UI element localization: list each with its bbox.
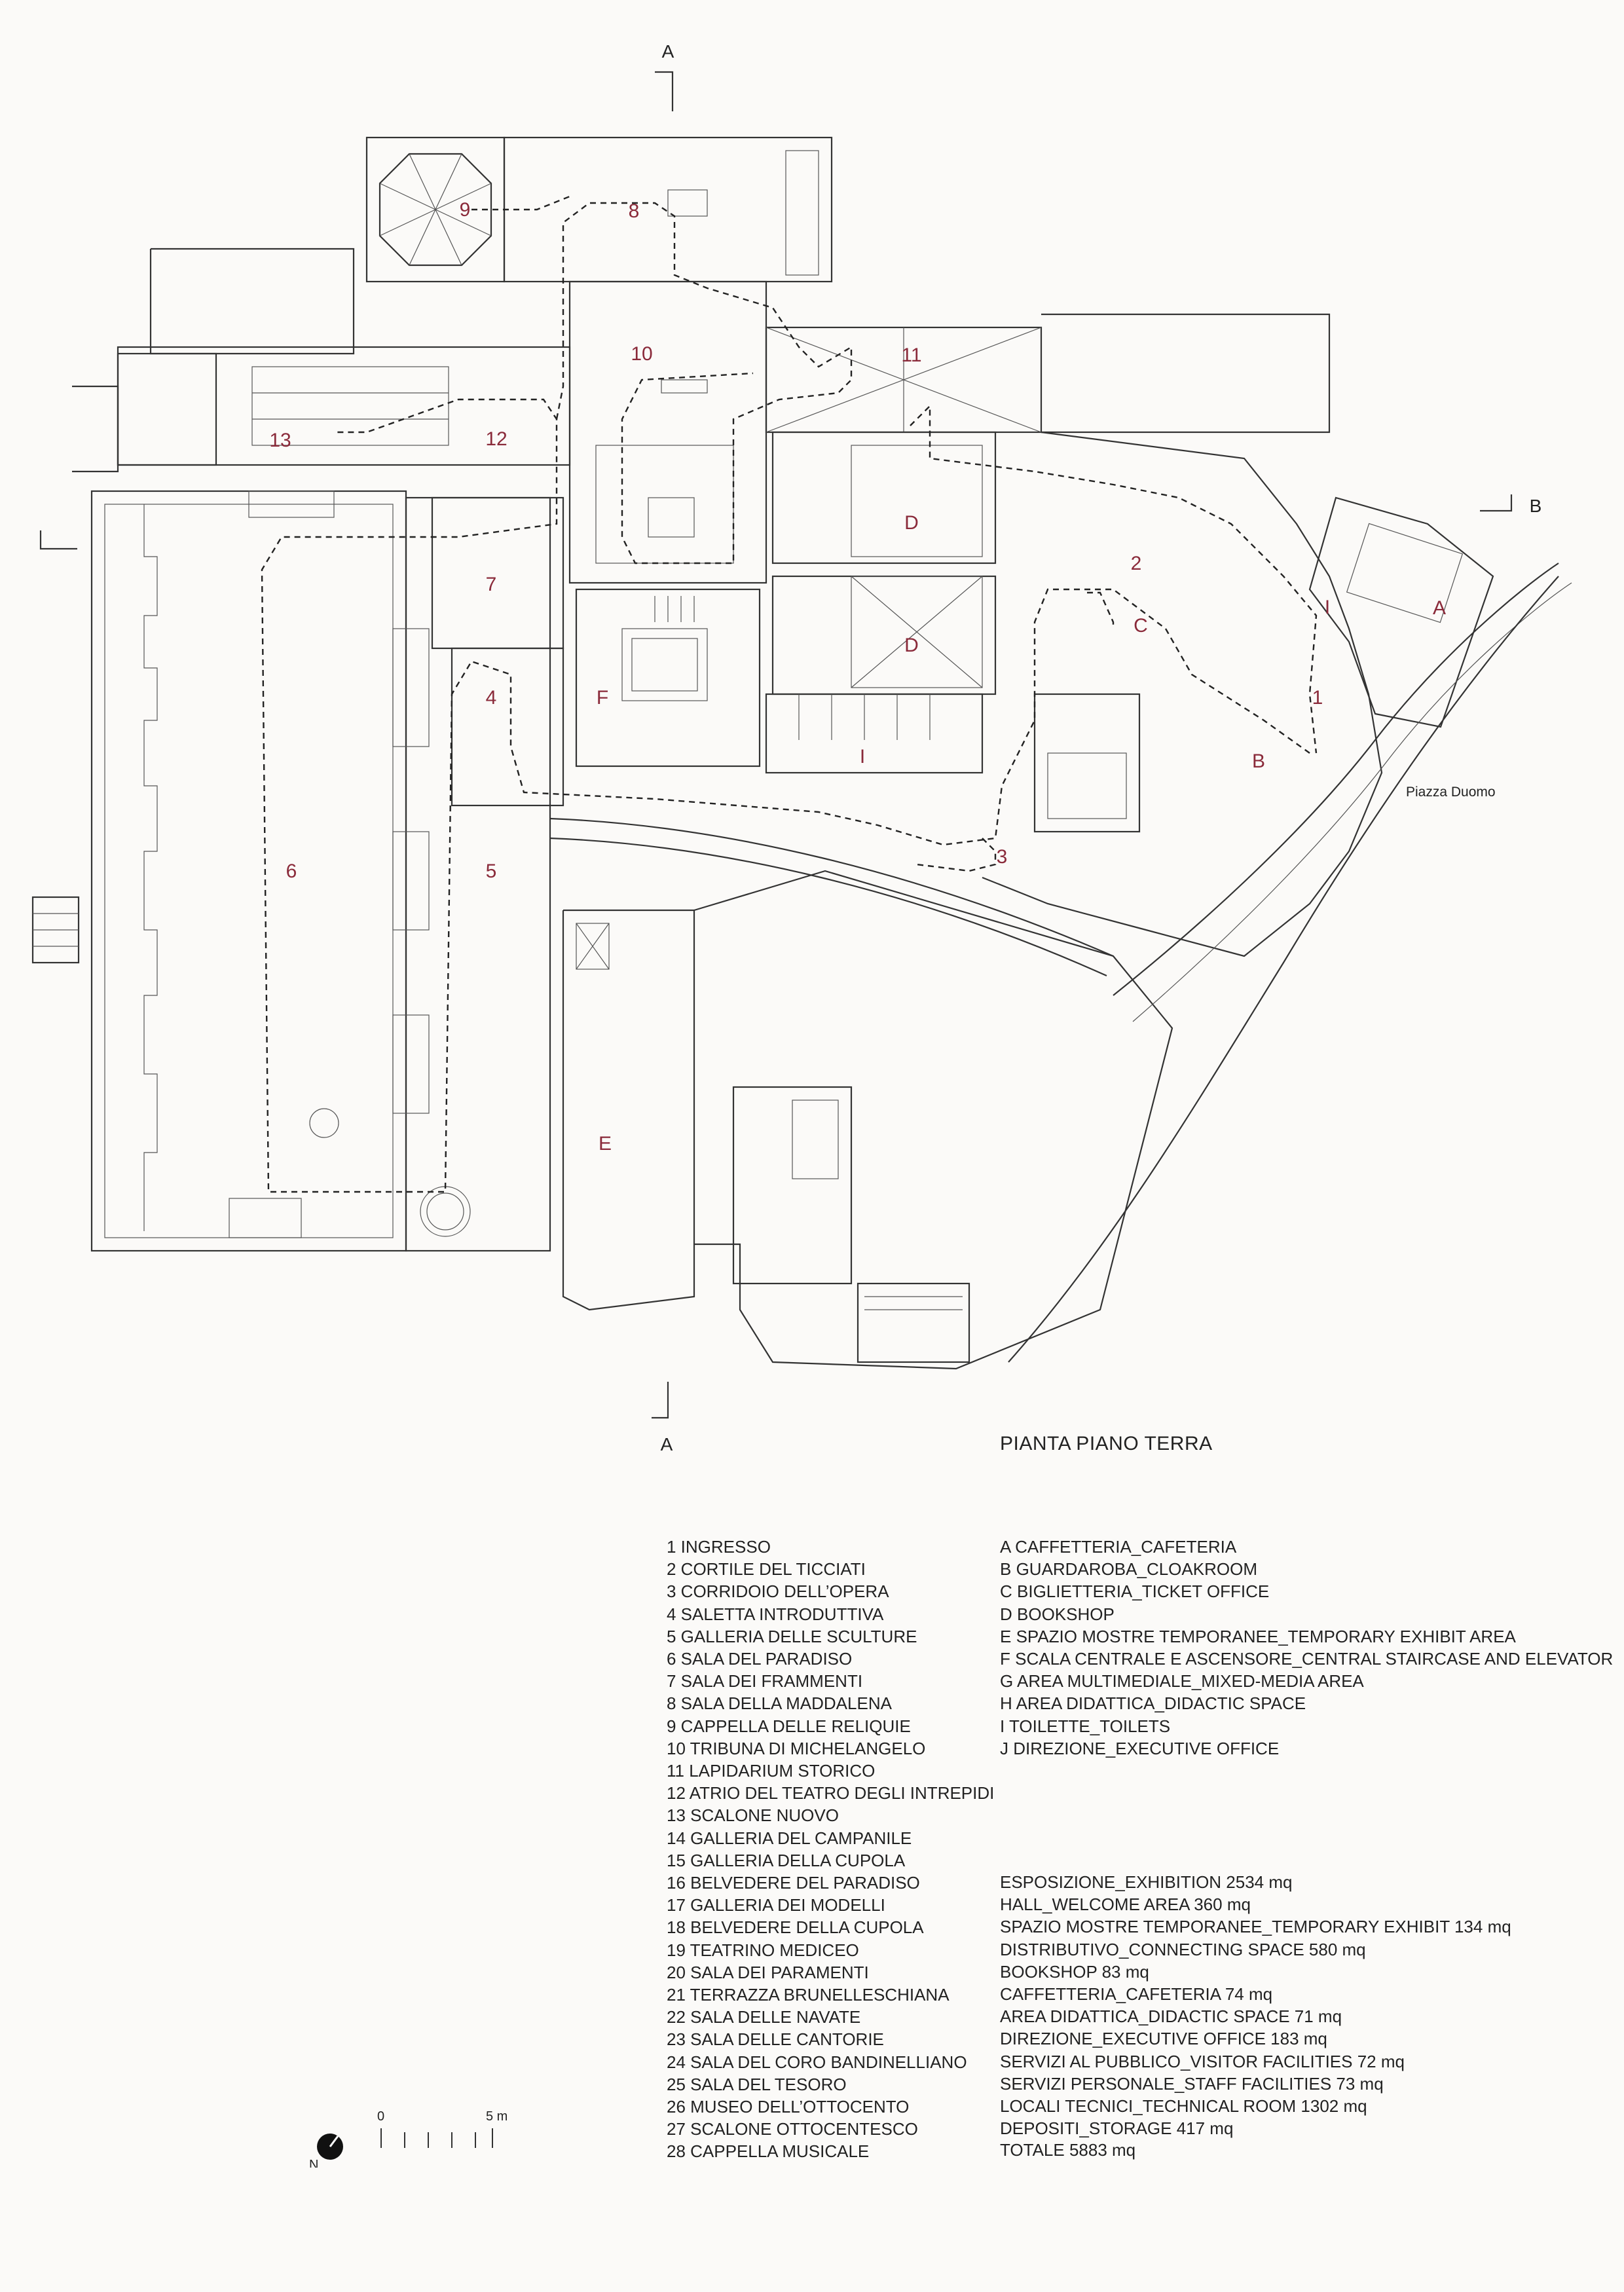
room-legend-item: 10 TRIBUNA DI MICHELANGELO <box>667 1738 926 1758</box>
room-legend-item: 19 TEATRINO MEDICEO <box>667 1940 859 1960</box>
room-legend-item: 22 SALA DELLE NAVATE <box>667 2007 861 2027</box>
plan-label-i-toilets: I <box>860 746 865 767</box>
room-legend-item: 14 GALLERIA DEL CAMPANILE <box>667 1828 912 1848</box>
letter-legend-item: B GUARDAROBA_CLOAKROOM <box>1000 1559 1257 1580</box>
area-summary-item: CAFFETTERIA_CAFETERIA 74 mq <box>1000 1984 1273 2005</box>
plan-label-f: F <box>597 687 608 709</box>
visitor-route <box>261 195 1318 1193</box>
scale-bar: 0 5 m <box>377 2109 507 2148</box>
plan-label-c: C <box>1134 615 1148 637</box>
plan-label-3: 3 <box>997 846 1008 868</box>
plan-label-b: B <box>1252 750 1265 772</box>
plan-label-4: 4 <box>486 687 497 709</box>
room-legend-item: 2 CORTILE DEL TICCIATI <box>667 1559 866 1580</box>
area-summary-item: ESPOSIZIONE_EXHIBITION 2534 mq <box>1000 1872 1293 1892</box>
area-summary-item: DISTRIBUTIVO_CONNECTING SPACE 580 mq <box>1000 1939 1366 1959</box>
room-legend-item: 20 SALA DEI PARAMENTI <box>667 1962 869 1982</box>
area-summary-item: DEPOSITI_STORAGE 417 mq <box>1000 2118 1234 2139</box>
floor-plan: A A B <box>31 41 1572 1454</box>
plan-label-7: 7 <box>486 574 497 595</box>
room-legend-item: 28 CAPPELLA MUSICALE <box>667 2141 870 2162</box>
room-legend-item: 21 TERRAZZA BRUNELLESCHIANA <box>667 1985 950 2005</box>
room-legend-item: 8 SALA DELLA MADDALENA <box>667 1693 892 1714</box>
plan-label-i-east: I <box>1325 597 1330 618</box>
section-b-label: B <box>1530 496 1542 516</box>
area-summary-item: SPAZIO MOSTRE TEMPORANEE_TEMPORARY EXHIB… <box>1000 1917 1511 1937</box>
plan-label-11: 11 <box>901 344 921 366</box>
room-legend-item: 27 SCALONE OTTOCENTESCO <box>667 2119 918 2139</box>
room-legend-item: 12 ATRIO DEL TEATRO DEGLI INTREPIDI <box>667 1783 995 1803</box>
room-legend-item: 1 INGRESSO <box>667 1537 771 1557</box>
scale-start: 0 <box>377 2109 384 2124</box>
building-walls <box>31 136 1572 1370</box>
room-legend-item: 24 SALA DEL CORO BANDINELLIANO <box>667 2052 967 2072</box>
plan-title: PIANTA PIANO TERRA <box>1000 1433 1213 1454</box>
letter-legend-item: G AREA MULTIMEDIALE_MIXED-MEDIA AREA <box>1000 1671 1364 1691</box>
plan-label-8: 8 <box>629 200 640 222</box>
room-labels: 9 8 10 11 13 12 7 4 6 5 2 3 1 A B C D D … <box>269 199 1446 1155</box>
room-legend-item: 7 SALA DEI FRAMMENTI <box>667 1671 863 1691</box>
section-a-top-label: A <box>662 41 674 62</box>
room-legend-item: 18 BELVEDERE DELLA CUPOLA <box>667 1917 924 1938</box>
scale-end: 5 m <box>486 2109 507 2124</box>
area-summary-item: SERVIZI AL PUBBLICO_VISITOR FACILITIES 7… <box>1000 2051 1405 2071</box>
plan-label-e: E <box>599 1133 612 1155</box>
plan-label-d-lower: D <box>904 635 919 656</box>
section-mark-a-bottom: A <box>652 1382 673 1454</box>
area-summary-item: SERVIZI PERSONALE_STAFF FACILITIES 73 mq <box>1000 2073 1384 2094</box>
plan-label-1: 1 <box>1312 687 1323 709</box>
area-summary-item: HALL_WELCOME AREA 360 mq <box>1000 1895 1251 1915</box>
room-legend-item: 13 SCALONE NUOVO <box>667 1805 839 1826</box>
plan-label-2: 2 <box>1131 553 1142 574</box>
plan-label-6: 6 <box>286 860 297 882</box>
room-legend-item: 4 SALETTA INTRODUTTIVA <box>667 1604 884 1624</box>
room-legend-item: 15 GALLERIA DELLA CUPOLA <box>667 1850 906 1870</box>
room-legend-item: 26 MUSEO DELL’OTTOCENTO <box>667 2097 910 2117</box>
room-legend-item: 17 GALLERIA DEI MODELLI <box>667 1895 885 1915</box>
letter-legend-item: J DIREZIONE_EXECUTIVE OFFICE <box>1000 1738 1280 1758</box>
north-label: N <box>309 2158 318 2168</box>
room-legend: 1 INGRESSO 2 CORTILE DEL TICCIATI 3 CORR… <box>667 1536 994 2163</box>
letter-legend-item: D BOOKSHOP <box>1000 1604 1115 1624</box>
letter-legend-item: H AREA DIDATTICA_DIDACTIC SPACE <box>1000 1693 1306 1714</box>
north-arrow-icon: N <box>309 2134 343 2168</box>
room-legend-item: 6 SALA DEL PARADISO <box>667 1649 853 1669</box>
letter-legend-item: E SPAZIO MOSTRE TEMPORANEE_TEMPORARY EXH… <box>1000 1626 1516 1646</box>
section-a-bottom-label: A <box>661 1434 673 1454</box>
area-summary-item: BOOKSHOP 83 mq <box>1000 1961 1149 1982</box>
room-legend-item: 3 CORRIDOIO DELL’OPERA <box>667 1581 889 1602</box>
room-legend-item: 11 LAPIDARIUM STORICO <box>667 1761 876 1781</box>
room-legend-item: 23 SALA DELLE CANTORIE <box>667 2029 884 2050</box>
area-summary-item: LOCALI TECNICI_TECHNICAL ROOM 1302 mq <box>1000 2096 1367 2116</box>
section-mark-left <box>39 530 77 550</box>
letter-legend-item: A CAFFETTERIA_CAFETERIA <box>1000 1537 1237 1557</box>
plan-label-10: 10 <box>631 343 652 365</box>
plan-label-13: 13 <box>269 430 291 451</box>
letter-legend-item: I TOILETTE_TOILETS <box>1000 1716 1171 1736</box>
plan-label-a: A <box>1433 597 1446 619</box>
plan-label-5: 5 <box>486 860 497 882</box>
room-legend-item: 25 SALA DEL TESORO <box>667 2074 847 2094</box>
letter-legend: A CAFFETTERIA_CAFETERIA B GUARDAROBA_CLO… <box>1000 1536 1613 1760</box>
room-legend-item: 16 BELVEDERE DEL PARADISO <box>667 1873 920 1893</box>
plan-label-9: 9 <box>460 199 471 221</box>
plan-label-d-upper: D <box>904 512 919 534</box>
letter-legend-item: F SCALA CENTRALE E ASCENSORE_CENTRAL STA… <box>1000 1649 1614 1669</box>
plan-label-12: 12 <box>485 428 507 450</box>
letter-legend-item: C BIGLIETTERIA_TICKET OFFICE <box>1000 1581 1270 1602</box>
scale-and-north: N 0 5 m <box>309 2109 507 2168</box>
section-mark-b: B <box>1480 494 1541 516</box>
area-total: TOTALE 5883 mq <box>1000 2140 1136 2160</box>
room-legend-item: 9 CAPPELLA DELLE RELIQUIE <box>667 1716 911 1736</box>
area-summary-item: DIREZIONE_EXECUTIVE OFFICE 183 mq <box>1000 2029 1327 2049</box>
area-summary-item: AREA DIDATTICA_DIDACTIC SPACE 71 mq <box>1000 2006 1342 2027</box>
section-mark-a-top: A <box>655 41 674 111</box>
street-label: Piazza Duomo <box>1406 785 1496 800</box>
area-summary: ESPOSIZIONE_EXHIBITION 2534 mq HALL_WELC… <box>1000 1871 1511 2139</box>
room-legend-item: 5 GALLERIA DELLE SCULTURE <box>667 1626 917 1646</box>
